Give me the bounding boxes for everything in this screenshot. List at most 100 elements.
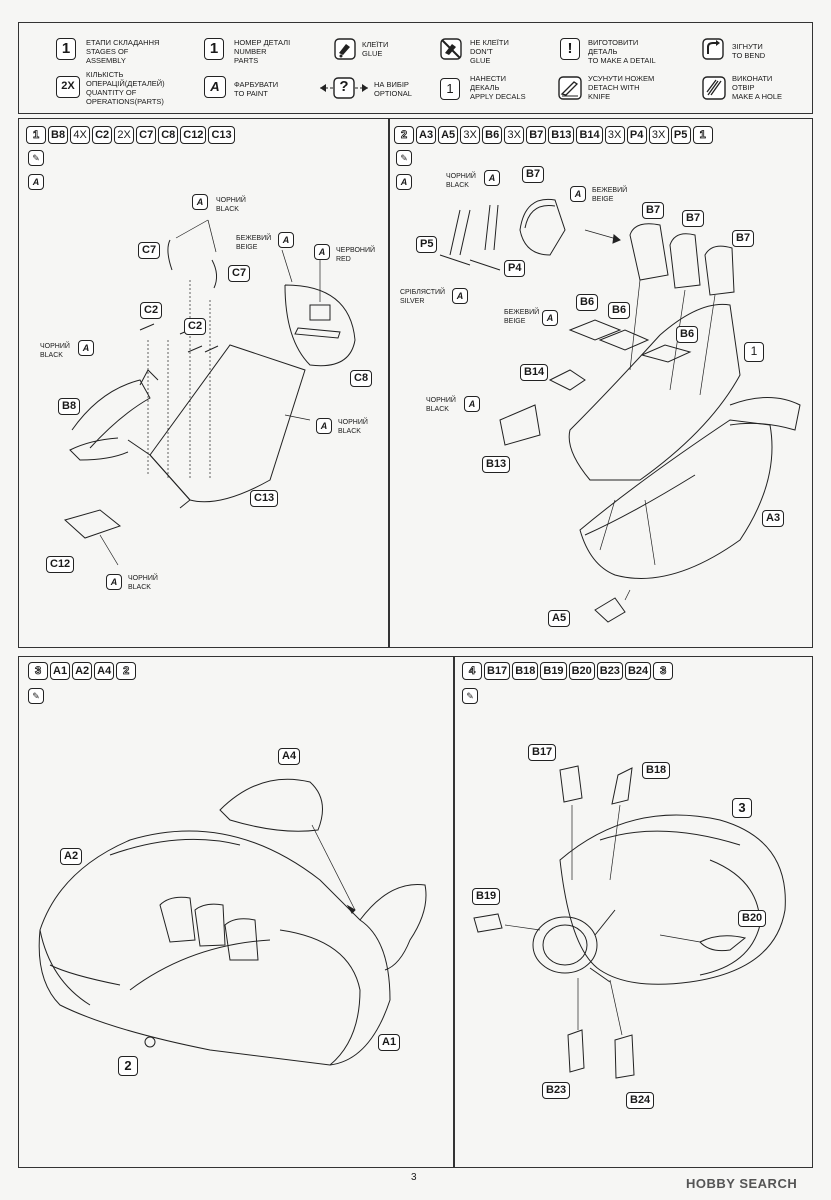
- part-label: A2: [60, 848, 83, 865]
- legend-optional: НА ВИБІР OPTIONAL: [374, 80, 412, 98]
- optional-arrows-icon: [320, 77, 368, 99]
- legend-quantity: КІЛЬКІСТЬ ОПЕРАЦІЙ(ДЕТАЛЕЙ) QUANTITY OF …: [86, 70, 165, 106]
- paint-note: ЧОРНИЙ BLACK: [40, 343, 70, 359]
- legend-detail: ВИГОТОВИТИ ДЕТАЛЬ TO MAKE A DETAIL: [588, 38, 656, 65]
- part-ref: B13: [548, 126, 575, 144]
- legend-knife: УСУНУТИ НОЖЕМ DETACH WITH KNIFE: [588, 74, 655, 101]
- step-number: 2: [394, 126, 414, 144]
- part-label: B19: [472, 888, 501, 905]
- part-ref: B14: [576, 126, 603, 144]
- part-label: C2: [184, 318, 207, 335]
- part-ref: B18: [512, 662, 539, 680]
- part-label: B6: [576, 294, 599, 311]
- part-label: A3: [762, 510, 785, 527]
- part-ref: P5: [670, 126, 691, 144]
- part-label: B18: [642, 762, 671, 779]
- part-ref: P4: [626, 126, 647, 144]
- legend-decals: НАНЕСТИ ДЕКАЛЬ APPLY DECALS: [470, 74, 526, 101]
- part-ref: B23: [596, 662, 623, 680]
- part-ref: B20: [568, 662, 595, 680]
- step-ref: 2: [116, 662, 137, 680]
- legend-dont-glue: НЕ КЛЕЇТИ DON'T GLUE: [470, 38, 509, 65]
- quantity-symbol: 2X: [56, 76, 80, 98]
- part-ref: A4: [94, 662, 115, 680]
- legend-number: НОМЕР ДЕТАЛІ NUMBER PARTS: [234, 38, 291, 65]
- paint-note: ЧОРНИЙ BLACK: [426, 397, 456, 413]
- paint-icon: A: [28, 174, 44, 190]
- paint-note: ЧОРНИЙ BLACK: [216, 197, 246, 213]
- paint-icon: A: [542, 310, 558, 326]
- part-label: B7: [732, 230, 755, 247]
- paint-symbol: A: [204, 76, 226, 98]
- part-ref: C7: [136, 126, 157, 144]
- legend-glue: КЛЕЇТИ GLUE: [362, 40, 389, 58]
- paint-icon: A: [192, 194, 208, 210]
- part-ref: B17: [484, 662, 511, 680]
- part-label: B7: [682, 210, 705, 227]
- part-label: C7: [138, 242, 161, 259]
- part-label: P5: [416, 236, 438, 253]
- part-ref: B6: [482, 126, 503, 144]
- glue-icon: ✎: [396, 150, 412, 166]
- step-2-drawing: [439, 198, 801, 623]
- glue-icon: ✎: [462, 688, 478, 704]
- quantity-ref: 4X: [70, 126, 91, 144]
- decal-symbol: 1: [440, 78, 460, 100]
- part-label: C2: [140, 302, 163, 319]
- page-number: 3: [411, 1172, 417, 1183]
- stage-symbol: 1: [56, 38, 76, 60]
- part-label: A4: [278, 748, 301, 765]
- paint-icon: A: [396, 174, 412, 190]
- paint-note: ЧОРНИЙ BLACK: [446, 173, 476, 189]
- legend-stages: ЕТАПИ СКЛАДАННЯ STAGES OF ASSEMBLY: [86, 38, 160, 65]
- knife-icon: [558, 76, 582, 100]
- decal-ref: 1: [692, 126, 713, 144]
- part-label: B24: [626, 1092, 655, 1109]
- part-label: B17: [528, 744, 557, 761]
- step-number: 1: [26, 126, 46, 144]
- part-label: B6: [608, 302, 631, 319]
- paint-icon: A: [78, 340, 94, 356]
- number-symbol: 1: [204, 38, 224, 60]
- quantity-ref: 3X: [648, 126, 669, 144]
- paint-icon: A: [106, 574, 122, 590]
- step-1-drawing: [63, 219, 356, 566]
- paint-note: ЧЕРВОНИЙ RED: [336, 247, 376, 263]
- paint-icon: A: [278, 232, 294, 248]
- legend-panel: [18, 22, 813, 114]
- watermark: HOBBY SEARCH: [686, 1176, 798, 1191]
- paint-note: ЧОРНИЙ BLACK: [128, 575, 158, 591]
- part-ref: A2: [72, 662, 93, 680]
- legend-paint: ФАРБУВАТИ TO PAINT: [234, 80, 279, 98]
- part-label: P4: [504, 260, 526, 277]
- quantity-ref: 3X: [460, 126, 481, 144]
- paint-icon: A: [464, 396, 480, 412]
- quantity-ref: 3X: [604, 126, 625, 144]
- step-number: 4: [462, 662, 482, 680]
- step-3-panel: [18, 656, 454, 1168]
- part-label: B14: [520, 364, 549, 381]
- glue-icon: [334, 38, 356, 60]
- part-ref: A1: [50, 662, 71, 680]
- part-ref: B24: [624, 662, 652, 680]
- paint-icon: A: [570, 186, 586, 202]
- part-ref: B19: [540, 662, 567, 680]
- paint-note: БЕЖЕВИЙ BEIGE: [236, 235, 272, 251]
- step-3-sequence: 3 A1 A2 A4 2: [28, 662, 137, 680]
- bend-icon: [702, 38, 724, 60]
- part-ref: B8: [48, 126, 69, 144]
- part-ref: A5: [438, 126, 459, 144]
- part-label: B6: [676, 326, 699, 343]
- part-ref: C13: [208, 126, 235, 144]
- part-label: B8: [58, 398, 81, 415]
- paint-icon: A: [316, 418, 332, 434]
- decal-label: 1: [744, 342, 764, 362]
- optional-symbol: ?: [339, 78, 349, 95]
- step-4-sequence: 4 B17 B18 B19 B20 B23 B24 3: [462, 662, 674, 680]
- part-ref: C8: [158, 126, 179, 144]
- part-ref: C12: [180, 126, 207, 144]
- part-label: C7: [228, 265, 251, 282]
- step-2-panel: [389, 118, 813, 648]
- paint-note: БЕЖЕВИЙ BEIGE: [504, 309, 540, 325]
- step-number: 3: [28, 662, 48, 680]
